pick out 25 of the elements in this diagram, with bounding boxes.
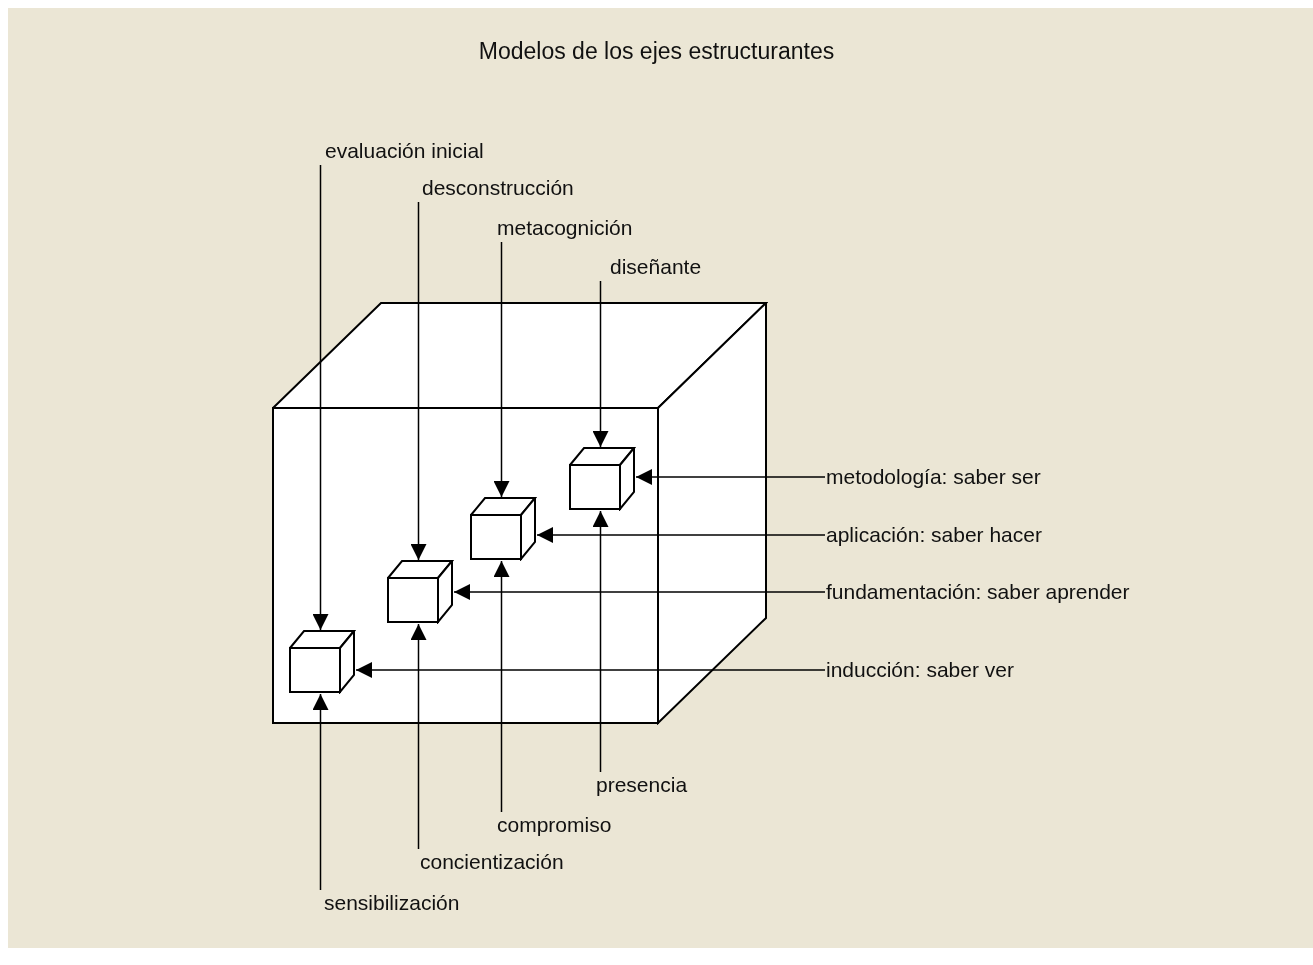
label-text: fundamentación: saber aprender — [826, 580, 1130, 604]
label-text: compromiso — [497, 813, 612, 837]
label-text: aplicación: saber hacer — [826, 523, 1042, 547]
arrow — [453, 584, 826, 600]
label-text: inducción: saber ver — [826, 658, 1014, 682]
label-text: metodología: saber ser — [826, 465, 1041, 489]
arrow — [536, 527, 826, 543]
label-text: presencia — [596, 773, 688, 797]
arrow — [355, 662, 826, 678]
arrow — [493, 560, 510, 813]
diagram-title: Modelos de los ejes estructurantes — [478, 38, 835, 65]
arrow — [592, 280, 609, 448]
label-text: sensibilización — [324, 891, 460, 915]
arrow — [592, 510, 609, 773]
label-text: diseñante — [610, 255, 702, 279]
label-text: evaluación inicial — [325, 139, 484, 163]
label-text: desconstrucción — [422, 176, 574, 200]
label-text: metacognición — [497, 216, 633, 240]
arrow — [312, 693, 329, 891]
arrow — [312, 164, 329, 631]
arrow — [635, 469, 826, 485]
label-text: concientización — [420, 850, 564, 874]
arrow — [410, 201, 427, 561]
arrow — [493, 241, 510, 498]
arrow — [410, 623, 427, 850]
